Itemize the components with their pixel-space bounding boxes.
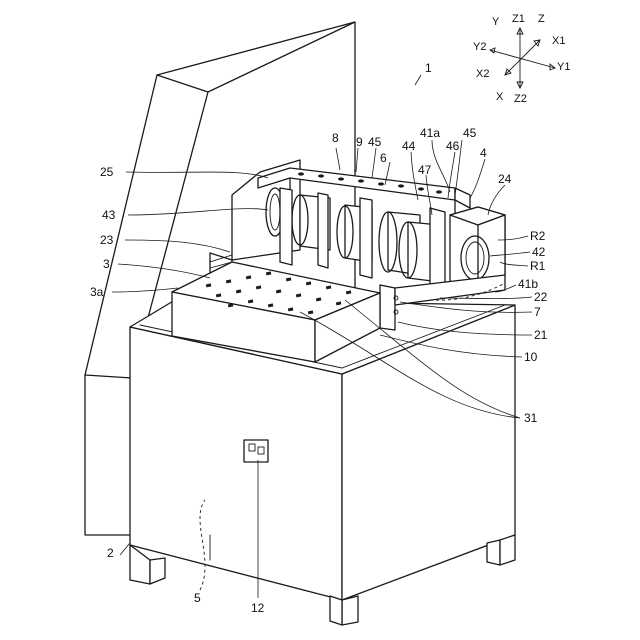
- label-22: 22: [534, 290, 548, 304]
- label-3: 3: [103, 257, 110, 271]
- axis-x2: X2: [476, 68, 489, 80]
- label-42: 42: [532, 245, 546, 259]
- label-47: 47: [418, 163, 432, 177]
- label-3a: 3a: [90, 285, 104, 299]
- axis-z: Z: [538, 13, 545, 25]
- label-23: 23: [100, 233, 114, 247]
- axis-x: X: [496, 91, 504, 103]
- label-12: 12: [251, 601, 265, 615]
- axis-y: Y: [492, 16, 500, 28]
- label-43: 43: [102, 208, 116, 222]
- label-2: 2: [107, 546, 114, 560]
- axis-indicator: Y Z1 Z Y2 X1 X2 Y1 X Z2: [473, 13, 570, 105]
- label-31: 31: [524, 411, 538, 425]
- label-45-right: 45: [463, 126, 477, 140]
- label-45-top: 45: [368, 135, 382, 149]
- label-44: 44: [402, 139, 416, 153]
- label-41a: 41a: [420, 126, 440, 140]
- label-4: 4: [480, 146, 487, 160]
- label-21: 21: [534, 328, 548, 342]
- label-10: 10: [524, 350, 538, 364]
- label-9: 9: [356, 135, 363, 149]
- label-46: 46: [446, 139, 460, 153]
- label-25: 25: [100, 165, 114, 179]
- label-41b: 41b: [518, 277, 538, 291]
- label-7: 7: [534, 305, 541, 319]
- label-1: 1: [425, 61, 432, 75]
- axis-y1: Y1: [557, 61, 570, 73]
- label-R1: R1: [530, 259, 546, 273]
- axis-z1: Z1: [512, 13, 525, 25]
- label-24: 24: [498, 172, 512, 186]
- label-5: 5: [194, 591, 201, 605]
- label-8: 8: [332, 131, 339, 145]
- label-R2: R2: [530, 229, 546, 243]
- axis-x1: X1: [552, 35, 565, 47]
- label-6: 6: [380, 151, 387, 165]
- right-housing-24: [450, 207, 505, 287]
- axis-z2: Z2: [514, 93, 527, 105]
- axis-y2: Y2: [473, 41, 486, 53]
- front-panel-window-12: [244, 440, 268, 462]
